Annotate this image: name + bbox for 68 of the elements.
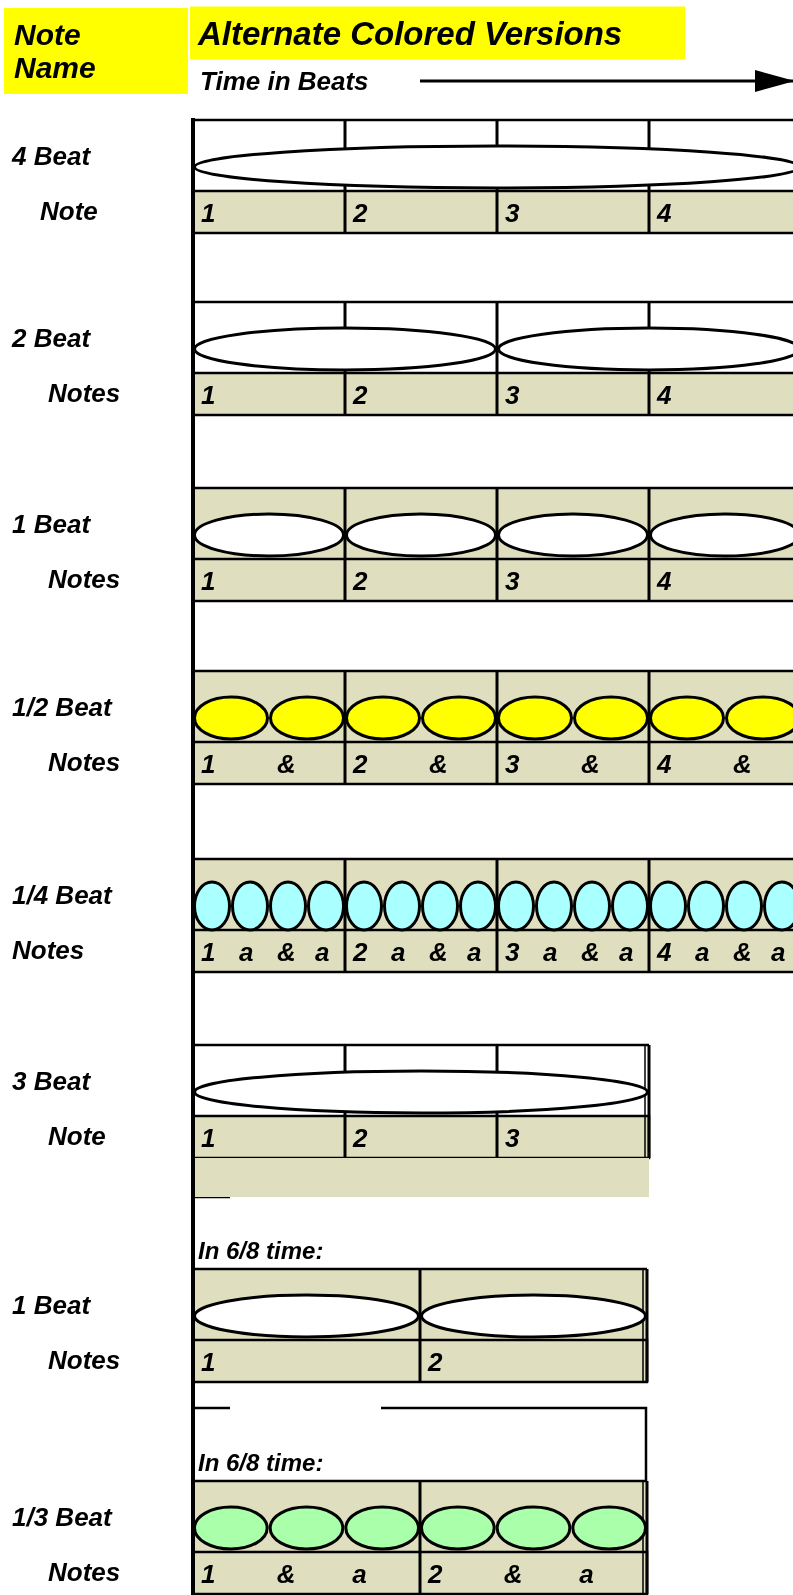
beat-count: a (579, 1561, 594, 1587)
beat-count: a (543, 939, 558, 965)
row-label: 1/3 Beat (12, 1504, 112, 1530)
beat-count: a (352, 1561, 367, 1587)
beat-count: 2 (428, 1561, 443, 1587)
beat-count: a (315, 939, 330, 965)
beat-count: & (429, 939, 448, 965)
beat-count: & (276, 1561, 296, 1587)
beat-count: 2 (353, 568, 368, 594)
beat-count: & (503, 1561, 523, 1587)
beat-count: 3 (505, 1125, 520, 1151)
row-label: 4 Beat (12, 143, 91, 169)
beat-count: 4 (657, 939, 672, 965)
beat-count: 3 (505, 751, 520, 777)
beat-count: 2 (353, 751, 368, 777)
beat-count: 1 (201, 1561, 216, 1587)
beat-count: 3 (505, 382, 520, 408)
beat-count: 2 (353, 200, 368, 226)
row-label: 1/4 Beat (12, 882, 112, 908)
row-label: Notes (48, 566, 121, 592)
beat-count: 1 (201, 939, 216, 965)
axis-label: Time in Beats (200, 68, 369, 94)
diagram-title: Alternate Colored Versions (190, 6, 685, 60)
beat-count: a (695, 939, 710, 965)
row-label: Notes (12, 937, 85, 963)
beat-count: 2 (428, 1349, 443, 1375)
row-label: 1 Beat (12, 1292, 91, 1318)
beat-count: & (277, 939, 296, 965)
beat-count: 3 (505, 200, 520, 226)
beat-count: a (239, 939, 254, 965)
beat-count: 4 (657, 751, 672, 777)
beat-count: 2 (353, 939, 368, 965)
beat-count: & (277, 751, 296, 777)
beat-count: 2 (353, 1125, 368, 1151)
beat-count: & (429, 751, 448, 777)
beat-count: a (619, 939, 634, 965)
beat-count: 1 (201, 382, 216, 408)
beat-count: 1 (201, 751, 216, 777)
beat-count: 2 (353, 382, 368, 408)
beat-count: 1 (201, 568, 216, 594)
beat-count: 4 (657, 200, 672, 226)
beat-count: 1 (201, 1349, 216, 1375)
beat-count: a (771, 939, 786, 965)
beat-count: & (733, 751, 752, 777)
beat-count: & (733, 939, 752, 965)
row-label: 3 Beat (12, 1068, 91, 1094)
row-label: Note (40, 198, 98, 224)
row-label: Note (48, 1123, 106, 1149)
column-heading: Note Name (4, 8, 188, 94)
beat-count: & (581, 751, 600, 777)
row-label: 2 Beat (12, 325, 91, 351)
beat-count: & (581, 939, 600, 965)
time-signature-note: In 6/8 time: (198, 1239, 324, 1263)
beat-count: 1 (201, 200, 216, 226)
beat-count: 4 (657, 568, 672, 594)
beat-count: a (467, 939, 482, 965)
row-label: Notes (48, 1559, 121, 1585)
row-label: 1/2 Beat (12, 694, 112, 720)
row-label: 1 Beat (12, 511, 91, 537)
beat-count: 1 (201, 1125, 216, 1151)
row-label: Notes (48, 749, 121, 775)
time-signature-note: In 6/8 time: (198, 1451, 324, 1475)
beat-count: 3 (505, 568, 520, 594)
beat-count: a (391, 939, 406, 965)
row-label: Notes (48, 380, 121, 406)
beat-count: 4 (657, 382, 672, 408)
row-label: Notes (48, 1347, 121, 1373)
beat-count: 3 (505, 939, 520, 965)
